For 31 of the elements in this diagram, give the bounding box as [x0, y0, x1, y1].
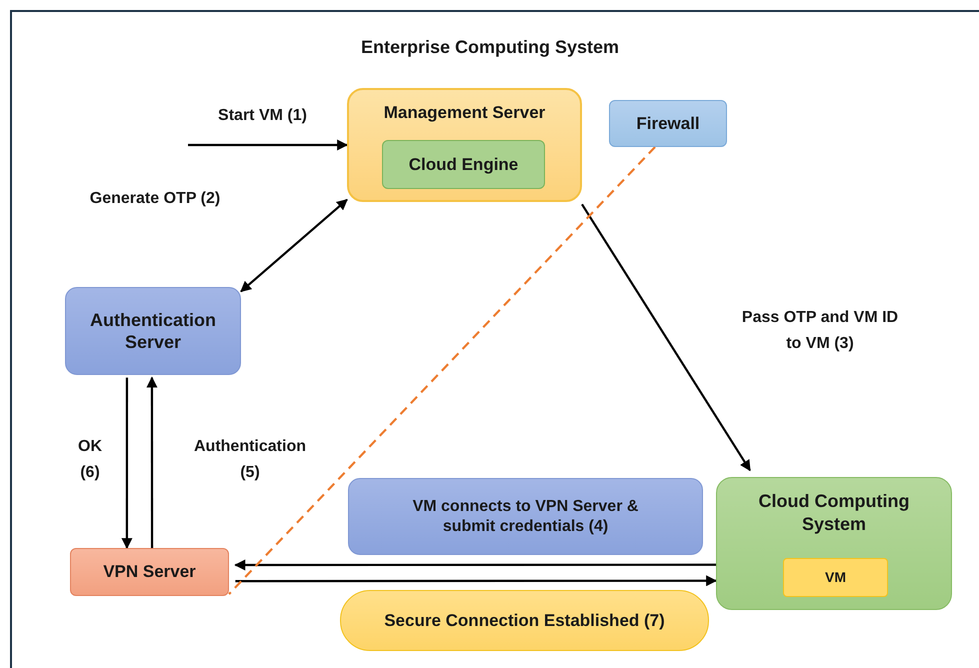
system-box	[716, 477, 952, 610]
boundary-line	[228, 146, 656, 595]
edge-label: Start VM (1)	[217, 106, 308, 126]
node-label: Authentication Server	[89, 308, 217, 354]
node-label: Management Server	[384, 102, 546, 124]
arrow	[235, 575, 718, 586]
node-label: VM	[825, 568, 846, 586]
node-label: VPN Server	[103, 561, 196, 583]
diagram-title: Enterprise Computing System	[360, 36, 620, 59]
arrow	[581, 204, 751, 472]
edge-label: Generate OTP (2)	[88, 189, 222, 209]
edge-label: Authentication (5)	[193, 437, 307, 483]
vm-box	[783, 558, 888, 597]
edge-label: OK (6)	[77, 437, 103, 483]
arrow	[121, 378, 132, 550]
engine-box	[382, 140, 545, 189]
edge-label: Pass OTP and VM ID to VM (3)	[740, 308, 900, 354]
arrow	[234, 560, 716, 570]
node-label: Cloud Computing System	[758, 490, 910, 535]
node-label: Secure Connection Established (7)	[384, 610, 665, 632]
arrow	[188, 140, 348, 150]
node-label: VM connects to VPN Server & submit credentials (4)	[412, 496, 640, 536]
step-box	[348, 478, 703, 555]
server-box	[347, 88, 582, 202]
firewall-box	[609, 100, 727, 147]
arrow	[146, 376, 158, 548]
node-label: Firewall	[636, 112, 700, 134]
server-box	[70, 548, 229, 596]
node-label: Cloud Engine	[408, 154, 518, 176]
arrow	[240, 198, 348, 292]
server-box	[65, 287, 241, 375]
